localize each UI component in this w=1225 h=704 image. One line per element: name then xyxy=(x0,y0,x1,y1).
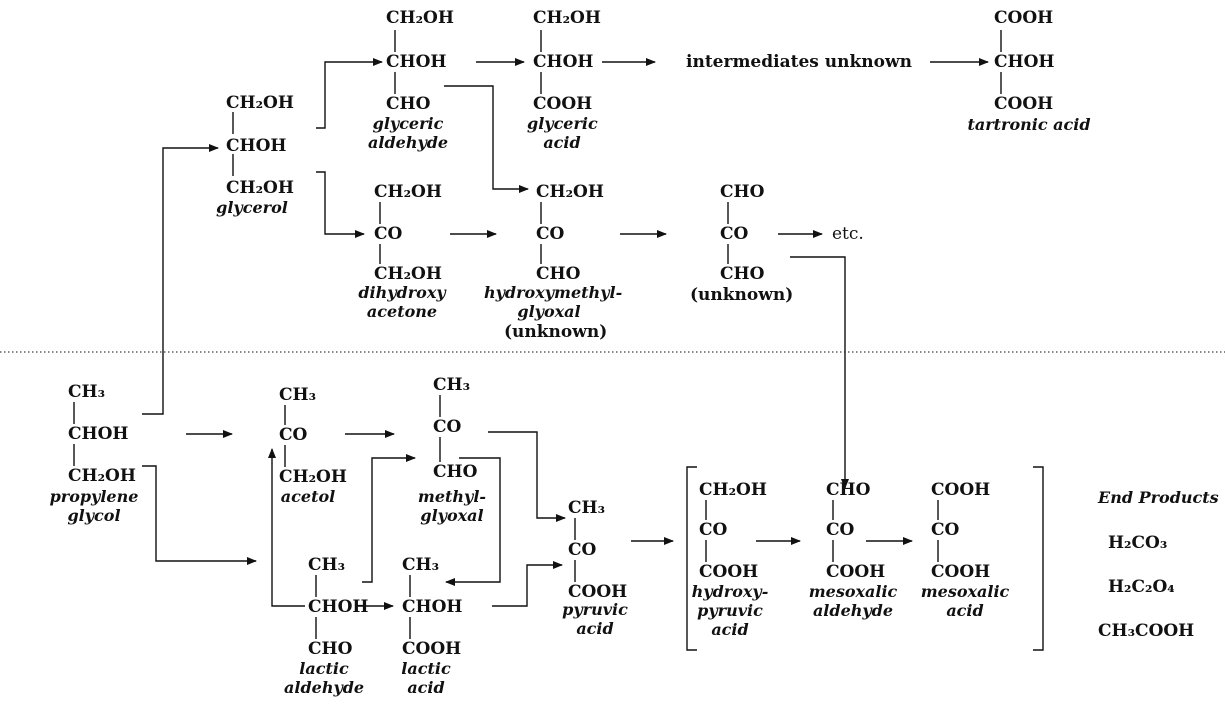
mesoxalic-aldehyde-c1: CHO xyxy=(826,480,871,500)
acetol-c2: CO xyxy=(279,425,308,445)
methylglyoxal-name: methyl- glyoxal xyxy=(417,487,487,525)
propylene-glycol-c3: CH₂OH xyxy=(68,466,136,486)
lactic-aldehyde-c1: CH₃ xyxy=(308,555,346,575)
mesoxalic-aldehyde-name: mesoxalic aldehyde xyxy=(808,582,898,620)
pyruvic-acid-c1: CH₃ xyxy=(568,498,606,518)
dihydroxy-acetone-c1: CH₂OH xyxy=(374,182,442,202)
glyceric-aldehyde-c3: CHO xyxy=(386,94,431,114)
hydroxymethylglyoxal-unknown: (unknown) xyxy=(504,322,608,342)
glycerol-c2: CHOH xyxy=(226,136,287,156)
unknown-compound-name: (unknown) xyxy=(690,285,794,305)
tartronic-acid-name: tartronic acid xyxy=(967,115,1091,134)
acetol-c3: CH₂OH xyxy=(279,467,347,487)
acetol-c1: CH₃ xyxy=(279,385,317,405)
pyruvic-acid-c2: CO xyxy=(568,540,597,560)
glyceric-acid-name: glyceric acid xyxy=(527,114,598,152)
lactic-aldehyde-c2: CHOH xyxy=(308,597,369,617)
tartronic-acid-c2: CHOH xyxy=(994,52,1055,72)
hydroxypyruvic-acid-name: hydroxy- pyruvic acid xyxy=(691,582,769,639)
mesoxalic-acid-c3: COOH xyxy=(931,562,991,582)
end-products-title: End Products xyxy=(1098,488,1219,507)
methylglyoxal-c1: CH₃ xyxy=(433,375,471,395)
mesoxalic-aldehyde-c3: COOH xyxy=(826,562,886,582)
mesoxalic-acid-c1: COOH xyxy=(931,480,991,500)
mesoxalic-acid-c2: CO xyxy=(931,520,960,540)
hydroxymethylglyoxal-c2: CO xyxy=(536,224,565,244)
mesoxalic-aldehyde-c2: CO xyxy=(826,520,855,540)
glycerol-c3: CH₂OH xyxy=(226,178,294,198)
glyceric-aldehyde-c1: CH₂OH xyxy=(386,8,454,28)
methylglyoxal-c3: CHO xyxy=(433,462,478,482)
mesoxalic-acid-name: mesoxalic acid xyxy=(920,582,1010,620)
lactic-acid-c1: CH₃ xyxy=(402,555,440,575)
methylglyoxal-c2: CO xyxy=(433,417,462,437)
glyceric-acid-c2: CHOH xyxy=(533,52,594,72)
end-product-oxalic-acid: H₂C₂O₄ xyxy=(1108,577,1175,597)
hydroxypyruvic-acid-c2: CO xyxy=(699,520,728,540)
unknown-compound-c3: CHO xyxy=(720,264,765,284)
hydroxymethylglyoxal-c3: CHO xyxy=(536,264,581,284)
intermediates-unknown-label: intermediates unknown xyxy=(686,52,912,72)
hydroxymethylglyoxal-c1: CH₂OH xyxy=(536,182,604,202)
tartronic-acid-c3: COOH xyxy=(994,94,1054,114)
propylene-glycol-name: propylene glycol xyxy=(49,487,139,525)
lactic-aldehyde-name: lactic aldehyde xyxy=(284,659,365,697)
hydroxypyruvic-acid-c3: COOH xyxy=(699,562,759,582)
lactic-aldehyde-c3: CHO xyxy=(308,639,353,659)
glycerol-name: glycerol xyxy=(216,198,288,217)
glyceric-aldehyde-c2: CHOH xyxy=(386,52,447,72)
unknown-compound-c2: CO xyxy=(720,224,749,244)
glyceric-aldehyde-name: glyceric aldehyde xyxy=(368,114,449,152)
dihydroxy-acetone-name: dihydroxy acetone xyxy=(358,283,446,321)
lactic-acid-name: lactic acid xyxy=(401,659,451,697)
propylene-glycol-c1: CH₃ xyxy=(68,382,106,402)
dihydroxy-acetone-c2: CO xyxy=(374,224,403,244)
glyceric-acid-c1: CH₂OH xyxy=(533,8,601,28)
etc-label: etc. xyxy=(832,224,864,244)
lactic-acid-c3: COOH xyxy=(402,639,462,659)
hydroxymethylglyoxal-name: hydroxymethyl- glyoxal xyxy=(484,283,623,321)
end-product-acetic-acid: CH₃COOH xyxy=(1098,621,1195,641)
pyruvic-acid-name: pyruvic acid xyxy=(562,600,628,638)
tartronic-acid-c1: COOH xyxy=(994,8,1054,28)
glyceric-acid-c3: COOH xyxy=(533,94,593,114)
glycerol-c1: CH₂OH xyxy=(226,93,294,113)
hydroxypyruvic-acid-c1: CH₂OH xyxy=(699,480,767,500)
acetol-name: acetol xyxy=(280,487,336,506)
lactic-acid-c2: CHOH xyxy=(402,597,463,617)
propylene-glycol-c2: CHOH xyxy=(68,424,129,444)
unknown-compound-c1: CHO xyxy=(720,182,765,202)
dihydroxy-acetone-c3: CH₂OH xyxy=(374,264,442,284)
pyruvic-acid-c3: COOH xyxy=(568,582,628,602)
end-product-carbonic-acid: H₂CO₃ xyxy=(1108,533,1168,553)
